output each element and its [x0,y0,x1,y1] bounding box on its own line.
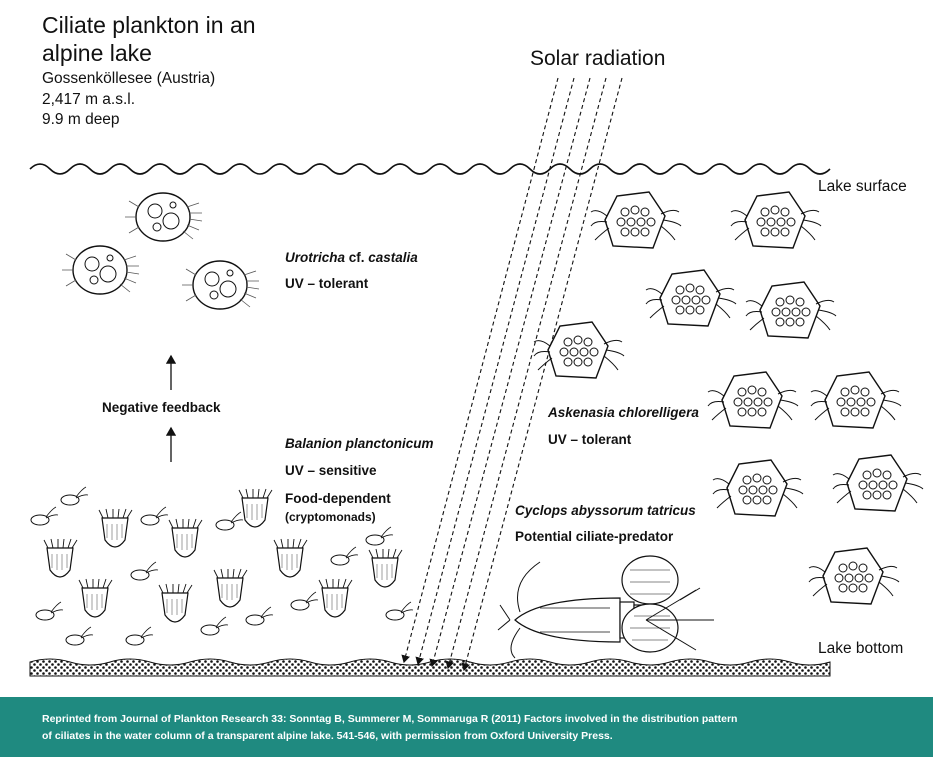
cyclops-copepod [497,555,714,659]
lake-elevation: 2,417 m a.s.l. [42,91,136,108]
cyclops-name: Cyclops abyssorum tatricus [515,503,696,518]
citation-line-2: of ciliates in the water column of a tra… [42,730,613,742]
lake-depth: 9.9 m deep [42,111,120,128]
lake-bottom-label: Lake bottom [818,640,904,657]
balanion-name: Balanion planctonicum [285,436,434,451]
solar-radiation-rays [401,77,623,672]
lake-name: Gossenköllesee (Austria) [42,70,216,87]
citation-line-1: Reprinted from Journal of Plankton Resea… [42,713,738,725]
lake-surface-line [29,163,831,175]
balanion-trait-food-detail: (cryptomonads) [285,510,376,524]
urotricha-name: Urotricha cf. castalia [285,250,418,265]
askenasia-trait: UV – tolerant [548,432,632,447]
solar-radiation-label: Solar radiation [530,47,666,70]
urotricha-trait: UV – tolerant [285,276,369,291]
askenasia-name: Askenasia chlorelligera [548,405,699,420]
negative-feedback-label: Negative feedback [102,400,221,415]
balanion-trait-uv: UV – sensitive [285,463,377,478]
lake-surface-label: Lake surface [818,178,907,195]
cyclops-trait: Potential ciliate-predator [515,529,674,544]
balanion-cells [43,488,403,623]
urotricha-cells [61,192,260,310]
citation-footer: Reprinted from Journal of Plankton Resea… [0,697,933,757]
lake-bottom-sediment [29,658,831,677]
lake-illustration [29,77,924,677]
page-title: Ciliate plankton in an alpine lake [42,12,256,66]
balanion-trait-food: Food-dependent [285,491,391,506]
